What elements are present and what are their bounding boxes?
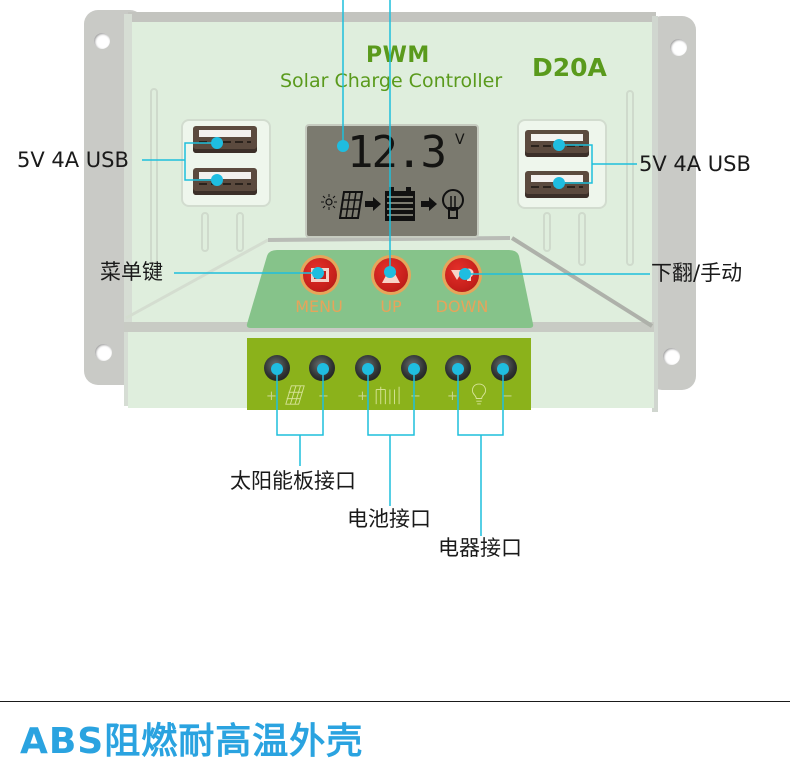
callout-dot-terminal-2 xyxy=(317,363,329,375)
mount-hole-bottom-right xyxy=(663,348,680,365)
callout-down-manual: 下翻/手动 xyxy=(651,261,743,285)
device-right-side xyxy=(652,16,658,412)
usb-port-left-top[interactable] xyxy=(193,126,257,153)
callout-load-port: 电器接口 xyxy=(438,536,522,560)
usb-port-left-bottom[interactable] xyxy=(193,168,257,195)
mount-hole-top-right xyxy=(670,39,687,56)
bulb-icon xyxy=(442,189,464,219)
battery-plus-sign: + xyxy=(357,389,368,404)
callout-dot-terminal-6 xyxy=(497,363,509,375)
callout-solar-port: 太阳能板接口 xyxy=(230,469,356,493)
bevel-line-top xyxy=(267,236,511,242)
section-heading: ABS阻燃耐高温外壳 xyxy=(20,721,364,762)
callout-dot-usb-right-top xyxy=(553,139,565,151)
callout-menu-key: 菜单键 xyxy=(100,260,163,284)
callout-bracket-usb-left xyxy=(184,142,217,181)
callout-lines xyxy=(142,0,650,536)
callout-usb-right: 5V 4A USB xyxy=(639,152,751,176)
callout-dot-up xyxy=(384,266,396,278)
lcd-voltage-reading: 12.3 xyxy=(347,127,447,178)
arrow-right-icon xyxy=(421,197,437,211)
left-groove-a xyxy=(201,212,209,252)
callout-bracket-solar xyxy=(276,369,324,436)
battery-minus-sign: − xyxy=(410,389,421,404)
solar-plus-sign: + xyxy=(266,389,277,404)
right-groove-b xyxy=(578,212,586,266)
lcd-unit: V xyxy=(455,132,465,148)
up-button-label: UP xyxy=(380,297,402,316)
callout-dot-terminal-4 xyxy=(408,363,420,375)
callout-usb-left: 5V 4A USB xyxy=(17,148,129,172)
menu-button-label: MENU xyxy=(295,297,343,316)
callout-dot-usb-left-bottom xyxy=(211,174,223,186)
callout-dot-menu xyxy=(312,267,324,279)
callout-dot-usb-left-top xyxy=(211,137,223,149)
callout-dot-lcd xyxy=(337,140,349,152)
mount-hole-top-left xyxy=(94,33,110,49)
callout-dot-terminal-1 xyxy=(271,363,283,375)
callout-dot-terminal-5 xyxy=(452,363,464,375)
right-groove-outer xyxy=(626,90,634,266)
load-plus-sign: + xyxy=(447,389,458,404)
sun-icon xyxy=(321,194,337,210)
callout-bracket-load xyxy=(457,369,504,436)
left-groove-b xyxy=(236,212,244,252)
section-divider xyxy=(0,701,790,702)
callout-dot-terminal-3 xyxy=(362,363,374,375)
series-label: PWM xyxy=(366,43,430,68)
callout-battery-port: 电池接口 xyxy=(347,507,431,531)
load-minus-sign: − xyxy=(502,389,513,404)
battery-icon xyxy=(375,386,400,405)
left-groove-outer xyxy=(150,88,158,264)
right-groove-a xyxy=(543,212,551,252)
device-top-edge xyxy=(128,12,656,22)
device-left-side xyxy=(124,14,132,406)
callout-dot-down xyxy=(459,268,471,280)
solar-panel-icon xyxy=(285,385,305,405)
panel-bevel-lines xyxy=(125,236,654,328)
bevel-line-right xyxy=(510,236,654,328)
callout-bracket-battery xyxy=(367,369,415,436)
bevel-line-left xyxy=(125,238,269,320)
solar-panel-icon xyxy=(339,191,363,219)
product-name: Solar Charge Controller xyxy=(280,70,503,92)
model-label: D20A xyxy=(532,53,607,82)
down-button-label: DOWN xyxy=(435,297,489,316)
lcd-display: 12.3 V xyxy=(305,124,479,238)
terminal-block xyxy=(247,338,531,410)
mount-hole-bottom-left xyxy=(95,344,112,361)
arrow-right-icon xyxy=(365,197,381,211)
bulb-icon xyxy=(472,383,486,405)
callout-bracket-usb-right xyxy=(559,144,593,184)
callout-dot-usb-right-bottom xyxy=(553,177,565,189)
